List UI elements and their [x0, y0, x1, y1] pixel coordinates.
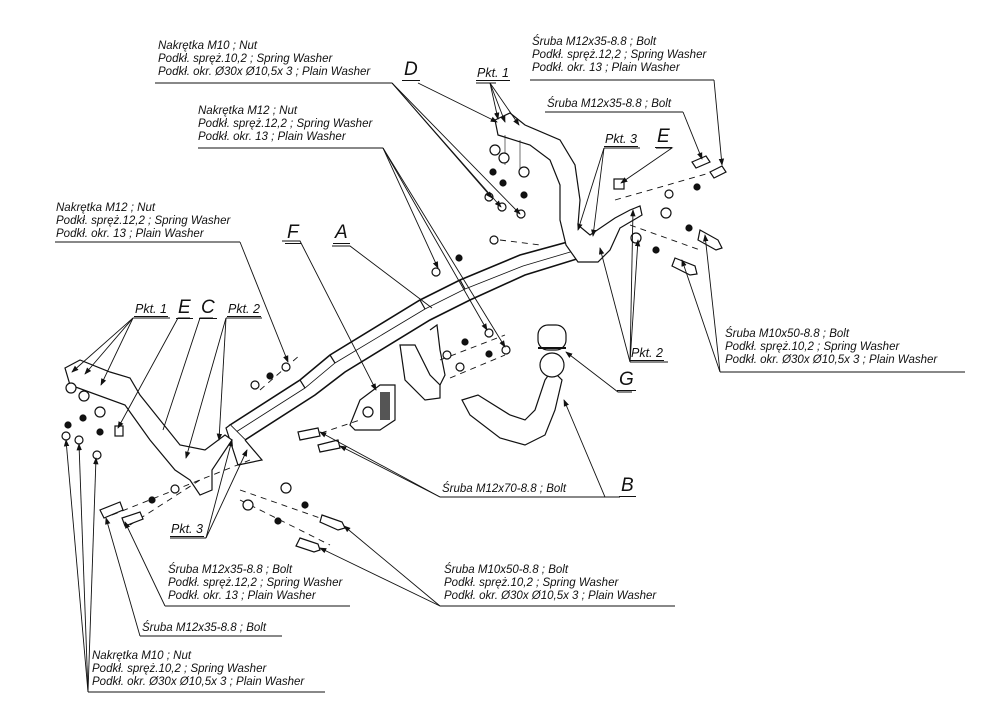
fasteners	[61, 144, 701, 525]
callout-bottom-bolt-m12-single: Śruba M12x35-8.8 ; Bolt	[142, 622, 266, 635]
point-label-pkt3-left: Pkt. 3	[170, 522, 204, 537]
part-label-g: G	[617, 369, 636, 391]
callout-line: Śruba M12x35-8.8 ; Bolt	[142, 622, 267, 634]
callout-line: Podkł. spręż.10,2 ; Spring Washer	[92, 663, 267, 675]
callout-line: Podkł. spręż.10,2 ; Spring Washer	[444, 577, 619, 589]
point-label-pkt2-left: Pkt. 2	[227, 302, 261, 317]
tow-ball-b	[461, 324, 567, 446]
callout-bottom-left-bolt-m12: Śruba M12x35-8.8 ; Bolt Podkł. spręż.12,…	[168, 564, 342, 603]
point-label-pkt2-right: Pkt. 2	[630, 346, 664, 361]
callout-line: Podkł. spręż.12,2 ; Spring Washer	[56, 215, 231, 227]
callout-line: Podkł. okr. 13 ; Plain Washer	[532, 62, 680, 74]
callout-line: Nakrętka M12 ; Nut	[198, 105, 298, 117]
callout-mid-bolt-m12x70: Śruba M12x70-8.8 ; Bolt	[442, 483, 566, 496]
callout-line: Podkł. okr. 13 ; Plain Washer	[168, 590, 316, 602]
callout-right-bolt-m10: Śruba M10x50-8.8 ; Bolt Podkł. spręż.10,…	[725, 328, 937, 367]
callout-top-right-bolt-m12: Śruba M12x35-8.8 ; Bolt Podkł. spręż.12,…	[532, 36, 706, 75]
callout-bottom-mid-bolt-m10: Śruba M10x50-8.8 ; Bolt Podkł. spręż.10,…	[444, 564, 656, 603]
callout-line: Nakrętka M10 ; Nut	[158, 40, 258, 52]
point-label-pkt1-left: Pkt. 1	[134, 302, 168, 317]
part-label-b: B	[619, 475, 636, 497]
socket-bracket	[399, 323, 446, 401]
callout-top-left-nut-m10: Nakrętka M10 ; Nut Podkł. spręż.10,2 ; S…	[158, 40, 370, 79]
callout-line: Podkł. okr. Ø30x Ø10,5x 3 ; Plain Washer	[158, 66, 371, 78]
callout-line: Śruba M12x35-8.8 ; Bolt	[547, 98, 672, 110]
part-label-e-left: E	[176, 297, 193, 319]
leader-lines	[55, 79, 965, 693]
callout-line: Podkł. spręż.12,2 ; Spring Washer	[532, 49, 707, 61]
callout-line: Śruba M10x50-8.8 ; Bolt	[725, 328, 850, 340]
callout-line: Podkł. spręż.10,2 ; Spring Washer	[725, 341, 900, 353]
callout-line: Podkł. okr. Ø30x Ø10,5x 3 ; Plain Washer	[444, 590, 657, 602]
part-label-e-right: E	[655, 126, 672, 148]
callout-top-mid-nut-m12: Nakrętka M12 ; Nut Podkł. spręż.12,2 ; S…	[198, 105, 372, 144]
callout-line: Podkł. spręż.10,2 ; Spring Washer	[158, 53, 333, 65]
callout-line: Śruba M10x50-8.8 ; Bolt	[444, 564, 569, 576]
callout-bottom-nut-m10: Nakrętka M10 ; Nut Podkł. spręż.10,2 ; S…	[92, 650, 304, 689]
callout-line: Śruba M12x35-8.8 ; Bolt	[532, 36, 657, 48]
callout-line: Śruba M12x70-8.8 ; Bolt	[442, 483, 567, 495]
callout-line: Śruba M12x35-8.8 ; Bolt	[168, 564, 293, 576]
callout-line: Nakrętka M10 ; Nut	[92, 650, 192, 662]
callout-left-nut-m12: Nakrętka M12 ; Nut Podkł. spręż.12,2 ; S…	[56, 202, 230, 241]
callout-right-bolt-m12-single: Śruba M12x35-8.8 ; Bolt	[547, 98, 671, 111]
callout-line: Podkł. spręż.12,2 ; Spring Washer	[198, 118, 373, 130]
callout-line: Podkł. okr. Ø30x Ø10,5x 3 ; Plain Washer	[92, 676, 305, 688]
part-label-f: F	[285, 222, 301, 244]
callout-line: Nakrętka M12 ; Nut	[56, 202, 156, 214]
callout-line: Podkł. okr. 13 ; Plain Washer	[56, 228, 204, 240]
callout-line: Podkł. okr. Ø30x Ø10,5x 3 ; Plain Washer	[725, 354, 938, 366]
socket-plate-f	[349, 384, 396, 431]
point-label-pkt1-top: Pkt. 1	[476, 66, 510, 81]
callout-line: Podkł. okr. 13 ; Plain Washer	[198, 131, 346, 143]
part-label-a: A	[333, 222, 350, 244]
callout-line: Podkł. spręż.12,2 ; Spring Washer	[168, 577, 343, 589]
bracket-c	[64, 359, 233, 496]
part-label-c: C	[199, 297, 217, 319]
point-label-pkt3-right: Pkt. 3	[604, 132, 638, 147]
part-label-d: D	[402, 59, 420, 81]
